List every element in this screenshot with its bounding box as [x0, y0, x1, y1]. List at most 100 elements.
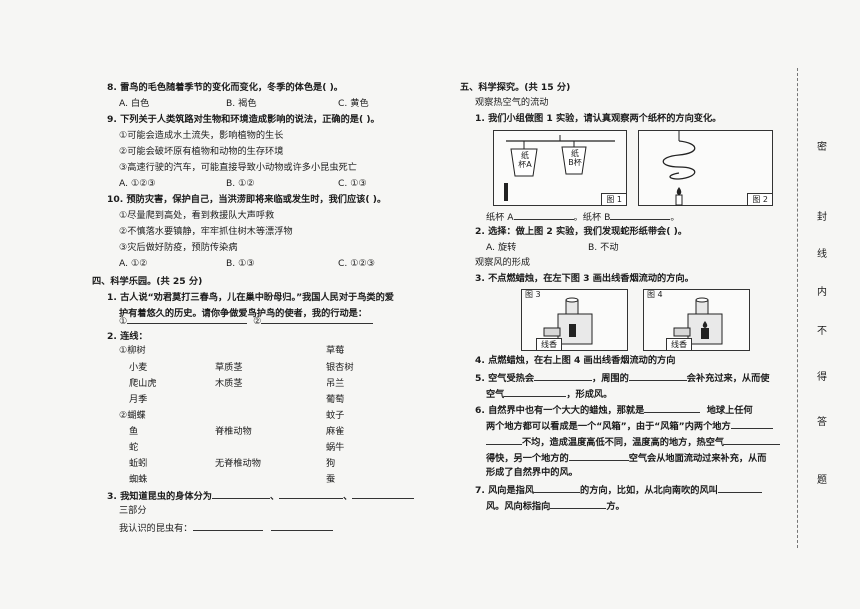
s4q1-answer-row: ① ②: [119, 314, 374, 328]
binding-char: 密: [817, 142, 827, 153]
q7-blank-1[interactable]: [534, 483, 581, 493]
figure-2-label: 图 2: [747, 193, 773, 206]
q7-text-2a: 风。风向标指向: [486, 501, 551, 512]
match-mid-item: 无脊椎动物: [215, 458, 261, 469]
s4q3-prompt-2: 我认识的昆虫有：: [119, 523, 193, 534]
cup-b-char: 纸: [571, 149, 579, 158]
q6-blank-2[interactable]: [730, 419, 773, 429]
sub-heading-1: 观察热空气的流动: [475, 97, 549, 108]
q6-blank-5[interactable]: [568, 451, 629, 461]
q9-option-c: C. ①③: [338, 178, 367, 189]
cup-b-blank[interactable]: [610, 210, 671, 220]
q5-text-a: 5. 空气受热会: [475, 373, 535, 384]
q5-blank-1[interactable]: [534, 371, 593, 381]
balance-diagram: [504, 135, 615, 201]
q6-blank-4[interactable]: [724, 435, 781, 445]
r-q7-line2: 风。风向标指向 方。: [486, 499, 625, 513]
match-right-item: 蚕: [326, 474, 336, 485]
s4q2-title: 2. 连线：: [107, 331, 148, 342]
binding-line: [797, 68, 798, 548]
q9-option-a: A. ①②③: [119, 178, 156, 189]
q6-text-4b: 空气会从地面流动过来补充，从而: [628, 453, 767, 464]
section-4-heading: 四、科学乐园。(共 25 分): [92, 276, 203, 287]
match-right-item: 银杏树: [326, 362, 354, 373]
r-q6-line3: 不均，造成温度高低不同，温度高的地方，热空气: [486, 435, 781, 449]
r-q2: 2. 选择：做上图 2 实验，我们发现蛇形纸带会( )。: [475, 226, 688, 237]
s4q1-blank-1[interactable]: [127, 314, 248, 324]
binding-char: 得: [817, 372, 827, 383]
r-q6-line2: 两个地方都可以看成是一个“风箱”，由于“风箱”内两个地方: [486, 419, 773, 433]
figure-3: 图 3 线香: [521, 289, 628, 351]
r-q3: 3. 不点燃蜡烛，在左下图 3 画出线香烟流动的方向。: [475, 273, 694, 284]
q5-text-d: 空气: [486, 389, 505, 400]
s4q1-line1: 1. 古人说“劝君莫打三春鸟，儿在巢中盼母归。”我国人民对于鸟类的爱: [107, 292, 394, 303]
binding-char: 不: [817, 326, 827, 337]
q8-stem: 8. 雷鸟的毛色随着季节的变化而变化，冬季的体色是( )。: [107, 82, 343, 93]
match-left-item: 蜘蛛: [129, 474, 148, 485]
q7-text-1b: 的方向，比如，从北向南吹的风叫: [580, 485, 718, 496]
s4q1-marker-1: ①: [119, 316, 128, 327]
match-right-item: 吊兰: [326, 378, 345, 389]
q7-blank-2[interactable]: [717, 483, 762, 493]
q6-blank-3[interactable]: [486, 435, 522, 445]
q6-text-3a: 不均，造成温度高低不同，温度高的地方，热空气: [522, 437, 725, 448]
q5-blank-3[interactable]: [504, 387, 567, 397]
q10-item-3: ③灾后做好防疫，预防传染病: [119, 242, 238, 253]
figure-3-incense-label: 线香: [536, 338, 562, 351]
q8-option-a: A. 白色: [119, 98, 150, 109]
chimney-box-diagram-4: [673, 297, 723, 345]
binding-char: 封: [817, 212, 827, 223]
figure-4: 图 4 线香: [643, 289, 750, 351]
s4q3-sep-2: 、: [343, 491, 353, 502]
q9-stem: 9. 下列关于人类筑路对生物和环境造成影响的说法，正确的是( )。: [107, 114, 380, 125]
q10-item-2: ②不慎落水要镇静，牢牢抓住树木等漂浮物: [119, 226, 293, 237]
cup-b-answer-label: 。纸杯 B: [573, 212, 611, 223]
s4q3-blank-2[interactable]: [279, 489, 344, 499]
q5-text-b: ，周围的: [592, 373, 629, 384]
s4q1-blank-2[interactable]: [261, 314, 374, 324]
q9-item-1: ①可能会造成水土流失，影响植物的生长: [119, 130, 284, 141]
match-right-item: 草莓: [326, 345, 345, 356]
match-left-item: ①柳树: [119, 345, 146, 356]
figure-4-label: 图 4: [647, 290, 663, 299]
match-left-item: 鱼: [129, 426, 139, 437]
s4q3-blank-5[interactable]: [271, 521, 334, 531]
s4q3-blank-1[interactable]: [211, 489, 270, 499]
q7-blank-3[interactable]: [550, 499, 607, 509]
q8-option-b: B. 褐色: [226, 98, 257, 109]
s4q3-blank-4[interactable]: [192, 521, 263, 531]
q5-blank-2[interactable]: [628, 371, 687, 381]
q9-item-3: ③高速行驶的汽车，可能直接导致小动物或许多小昆虫死亡: [119, 162, 357, 173]
q6-text-1a: 6. 自然界中也有一个大大的蜡烛，那就是: [475, 405, 645, 416]
s4q1-marker-2: ②: [253, 316, 262, 327]
q5-text-c: 会补充过来，从而使: [686, 373, 770, 384]
match-left-item: 蛇: [129, 442, 139, 453]
q6-text-2a: 两个地方都可以看成是一个“风箱”，由于“风箱”内两个地方: [486, 421, 731, 432]
chimney-box-diagram-3: [543, 297, 593, 345]
q7-text-2b: 方。: [606, 501, 625, 512]
cup-b-char: B: [568, 158, 574, 167]
q6-blank-1[interactable]: [644, 403, 701, 413]
match-mid-item: 木质茎: [215, 378, 243, 389]
r-q6-line1: 6. 自然界中也有一个大大的蜡烛，那就是 地球上任何: [475, 403, 753, 417]
cup-a-char: 杯: [518, 160, 527, 169]
q9-item-2: ②可能会破坏原有植物和动物的生存环境: [119, 146, 284, 157]
section-5-heading: 五、科学探究。(共 15 分): [460, 82, 571, 93]
q1-answer-end: 。: [670, 212, 680, 223]
match-mid-item: 草质茎: [215, 362, 243, 373]
match-mid-item: 脊椎动物: [215, 426, 252, 437]
cup-a-label: 纸杯A: [518, 151, 532, 169]
q5-text-e: ，形成风。: [566, 389, 613, 400]
r-q7-line1: 7. 风向是指风的方向，比如，从北向南吹的风叫: [475, 483, 762, 497]
cup-b-char: 杯: [573, 158, 582, 167]
cup-a-blank[interactable]: [513, 210, 574, 220]
s4q3-blank-3[interactable]: [352, 489, 415, 499]
r-q6-line4: 得快，另一个地方的空气会从地面流动过来补充，从而: [486, 451, 767, 465]
match-left-item: 蚯蚓: [129, 458, 148, 469]
r-q2-option-a: A. 旋转: [486, 242, 517, 253]
r-q1-answer: 纸杯 A。纸杯 B。: [486, 210, 680, 224]
match-right-item: 狗: [326, 458, 336, 469]
